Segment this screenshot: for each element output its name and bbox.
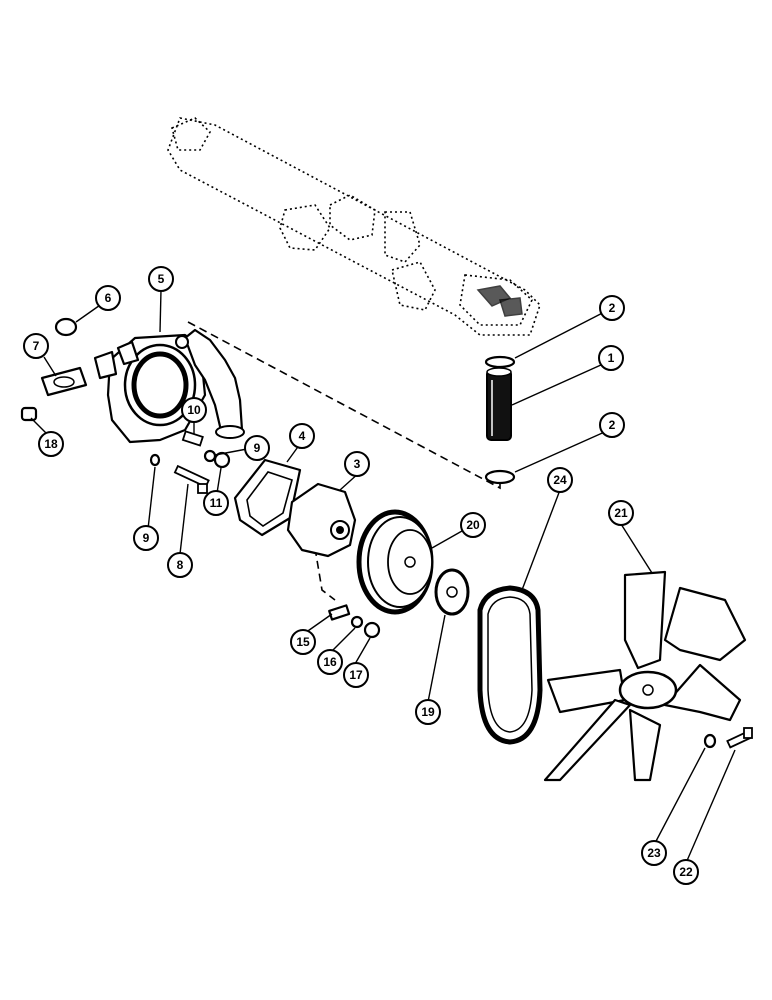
- callout-label: 1: [608, 351, 615, 365]
- fitting: [20, 406, 38, 422]
- callout-label: 8: [177, 558, 184, 572]
- callout-label: 23: [647, 846, 661, 860]
- callout-15: 15: [290, 629, 316, 655]
- hose-clamp-lower: [484, 469, 516, 485]
- pulley: [356, 509, 434, 615]
- washer-9: [203, 449, 217, 463]
- callout-label: 11: [210, 496, 223, 510]
- hose-tube: [486, 367, 512, 441]
- callout-24: 24: [547, 467, 573, 493]
- callout-5: 5: [148, 266, 174, 292]
- callout-label: 16: [323, 655, 337, 669]
- callout-8: 8: [167, 552, 193, 578]
- callout-9-left: 9: [133, 525, 159, 551]
- callout-label: 24: [553, 473, 567, 487]
- callout-2-lower: 2: [599, 412, 625, 438]
- callout-label: 4: [299, 429, 306, 443]
- callout-label: 7: [33, 339, 40, 353]
- callout-21: 21: [608, 500, 634, 526]
- callout-9-right: 9: [244, 435, 270, 461]
- callout-6: 6: [95, 285, 121, 311]
- spacer: [434, 568, 470, 616]
- bolt-22: [726, 727, 753, 749]
- callout-17: 17: [343, 662, 369, 688]
- callout-label: 18: [44, 437, 58, 451]
- gasket: [40, 366, 88, 397]
- callout-label: 20: [466, 518, 480, 532]
- callout-16: 16: [317, 649, 343, 675]
- callout-label: 22: [679, 865, 693, 879]
- callout-23: 23: [641, 840, 667, 866]
- callout-2-upper: 2: [599, 295, 625, 321]
- bolt-8: [173, 464, 210, 494]
- callout-7: 7: [23, 333, 49, 359]
- callout-label: 17: [349, 668, 363, 682]
- callout-label: 5: [158, 272, 165, 286]
- washer-23: [703, 733, 717, 749]
- plug: [54, 317, 78, 337]
- fan-belt: [477, 585, 543, 745]
- callout-22: 22: [673, 859, 699, 885]
- pump-body: [286, 482, 357, 558]
- callout-label: 6: [105, 291, 112, 305]
- callout-20: 20: [460, 512, 486, 538]
- callout-label: 21: [614, 506, 628, 520]
- callout-18: 18: [38, 431, 64, 457]
- assembly-dashed-line-3: [314, 547, 336, 601]
- hose-clamp-upper: [484, 355, 516, 369]
- callout-10: 10: [181, 397, 207, 423]
- fan: [543, 570, 747, 782]
- callout-label: 10: [187, 403, 201, 417]
- callout-label: 2: [609, 418, 616, 432]
- washer-16: [350, 615, 364, 629]
- callout-label: 15: [296, 635, 310, 649]
- callout-4: 4: [289, 423, 315, 449]
- callout-label: 9: [143, 531, 150, 545]
- washer-9-b: [149, 453, 161, 467]
- stud-15: [328, 604, 351, 621]
- callout-11: 11: [203, 490, 229, 516]
- callout-label: 2: [609, 301, 616, 315]
- callout-1: 1: [598, 345, 624, 371]
- callout-label: 9: [254, 441, 261, 455]
- stud-10: [181, 430, 204, 447]
- callout-19: 19: [415, 699, 441, 725]
- nut-17: [363, 621, 381, 639]
- water-pump-housing: [93, 328, 245, 444]
- callout-label: 3: [354, 457, 361, 471]
- water-manifold-ghost: [167, 117, 541, 336]
- callout-label: 19: [421, 705, 435, 719]
- callout-3: 3: [344, 451, 370, 477]
